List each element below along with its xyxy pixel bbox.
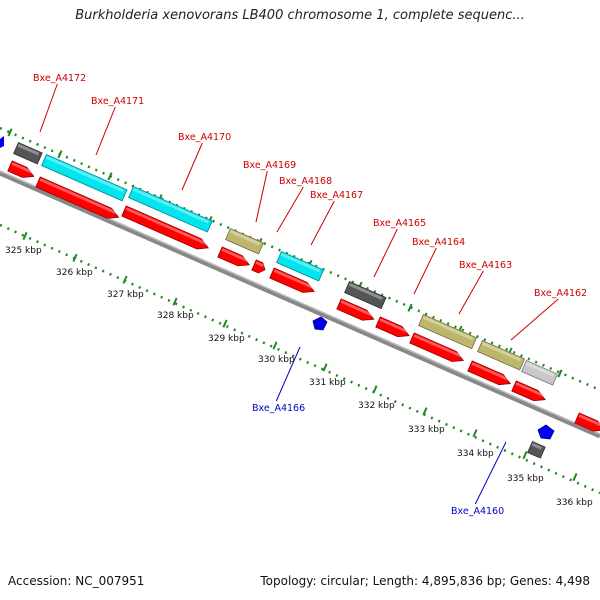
gene-labels: Bxe_A4172Bxe_A4171Bxe_A4170Bxe_A4169Bxe_… — [33, 73, 587, 517]
cds-feature[interactable] — [336, 298, 376, 324]
gene-feature[interactable] — [477, 339, 526, 371]
cds-feature[interactable] — [574, 412, 600, 435]
gene-feature[interactable] — [128, 185, 213, 233]
label-leader-line — [413, 247, 437, 295]
axis-label: 329 kbp — [208, 334, 245, 344]
label-leader-line — [310, 200, 335, 246]
inner-ruler-ticks — [22, 231, 578, 482]
ruler-tick — [57, 150, 63, 159]
label-leader-line — [95, 106, 116, 156]
gene-label[interactable]: Bxe_A4170 — [178, 132, 231, 143]
axis-label: 330 kbp — [258, 355, 295, 365]
axis-label: 333 kbp — [408, 425, 445, 435]
cds-feature[interactable] — [251, 259, 267, 275]
label-leader-line — [474, 441, 507, 505]
gene-feature[interactable] — [418, 313, 478, 350]
gene-feature[interactable] — [527, 440, 546, 459]
axis-label: 325 kbp — [5, 246, 42, 256]
cds-feature[interactable] — [7, 160, 36, 182]
ruler-tick — [72, 253, 78, 262]
cds-feature[interactable] — [121, 205, 211, 253]
ruler-tick — [557, 369, 563, 378]
axis-label: 327 kbp — [107, 290, 144, 300]
cds-feature[interactable] — [269, 267, 317, 297]
axis-label: 328 kbp — [157, 311, 194, 321]
gene-feature[interactable] — [41, 153, 128, 202]
ruler-tick — [322, 363, 328, 372]
ruler-tick — [122, 275, 128, 284]
gene-label[interactable]: Bxe_A4171 — [91, 96, 144, 107]
axis-label: 335 kbp — [507, 474, 544, 484]
gene-label[interactable]: Bxe_A4165 — [373, 218, 426, 229]
ruler-tick — [22, 231, 28, 241]
label-leader-line — [275, 346, 301, 402]
ruler-tick — [272, 341, 278, 350]
axis-label: 336 kbp — [556, 498, 593, 508]
gene-features — [0, 136, 600, 459]
reverse-gene-feature[interactable] — [312, 316, 328, 331]
ruler-tick — [472, 429, 478, 438]
gene-label[interactable]: Bxe_A4166 — [252, 403, 305, 414]
gene-label[interactable]: Bxe_A4169 — [243, 160, 296, 171]
axis-label: 326 kbp — [56, 268, 93, 278]
ruler-tick — [222, 319, 228, 328]
genome-summary-text: Topology: circular; Length: 4,895,836 bp… — [260, 574, 590, 588]
gene-feature[interactable] — [344, 280, 387, 310]
cds-feature[interactable] — [35, 176, 121, 222]
ruler-tick — [7, 128, 13, 137]
gene-feature[interactable] — [13, 141, 43, 165]
axis-label: 331 kbp — [309, 378, 346, 388]
cds-feature[interactable] — [511, 380, 548, 405]
label-leader-line — [255, 170, 268, 223]
outer-ruler — [0, 126, 600, 392]
cds-feature[interactable] — [467, 360, 513, 389]
gene-label[interactable]: Bxe_A4160 — [451, 506, 504, 517]
ruler-tick — [522, 451, 528, 460]
reverse-gene-feature[interactable] — [0, 136, 4, 148]
gene-label[interactable]: Bxe_A4172 — [33, 73, 86, 84]
axis-label: 332 kbp — [358, 401, 395, 411]
label-leader-line — [510, 298, 559, 341]
axis-label: 334 kbp — [457, 449, 494, 459]
gene-label[interactable]: Bxe_A4168 — [279, 176, 332, 187]
gene-label[interactable]: Bxe_A4162 — [534, 288, 587, 299]
cds-feature[interactable] — [217, 246, 252, 270]
label-leader-lines — [39, 83, 559, 505]
label-leader-line — [458, 270, 484, 315]
map-title: Burkholderia xenovorans LB400 chromosome… — [75, 8, 525, 23]
axis-labels: 325 kbp 326 kbp 327 kbp 328 kbp 329 kbp 330 k… — [5, 246, 593, 508]
gene-feature[interactable] — [521, 359, 559, 386]
accession-text: Accession: NC_007951 — [8, 574, 145, 588]
cds-feature[interactable] — [375, 316, 412, 341]
gene-feature[interactable] — [276, 250, 325, 282]
ruler-tick — [172, 297, 178, 306]
ruler-tick — [422, 407, 428, 416]
reverse-gene-feature[interactable] — [537, 424, 555, 440]
label-leader-line — [373, 228, 398, 278]
ruler-tick — [407, 303, 413, 312]
cds-feature[interactable] — [409, 332, 466, 366]
gene-label[interactable]: Bxe_A4164 — [412, 237, 465, 248]
gene-feature[interactable] — [225, 227, 264, 255]
label-leader-line — [181, 142, 203, 191]
ruler-tick — [107, 172, 113, 181]
gene-label[interactable]: Bxe_A4167 — [310, 190, 363, 201]
genome-backbone — [0, 170, 600, 439]
ruler-tick — [372, 385, 378, 394]
inner-ruler — [0, 223, 600, 495]
label-leader-line — [276, 186, 304, 233]
label-leader-line — [39, 83, 58, 133]
ruler-tick — [572, 472, 578, 482]
gene-label[interactable]: Bxe_A4163 — [459, 260, 512, 271]
